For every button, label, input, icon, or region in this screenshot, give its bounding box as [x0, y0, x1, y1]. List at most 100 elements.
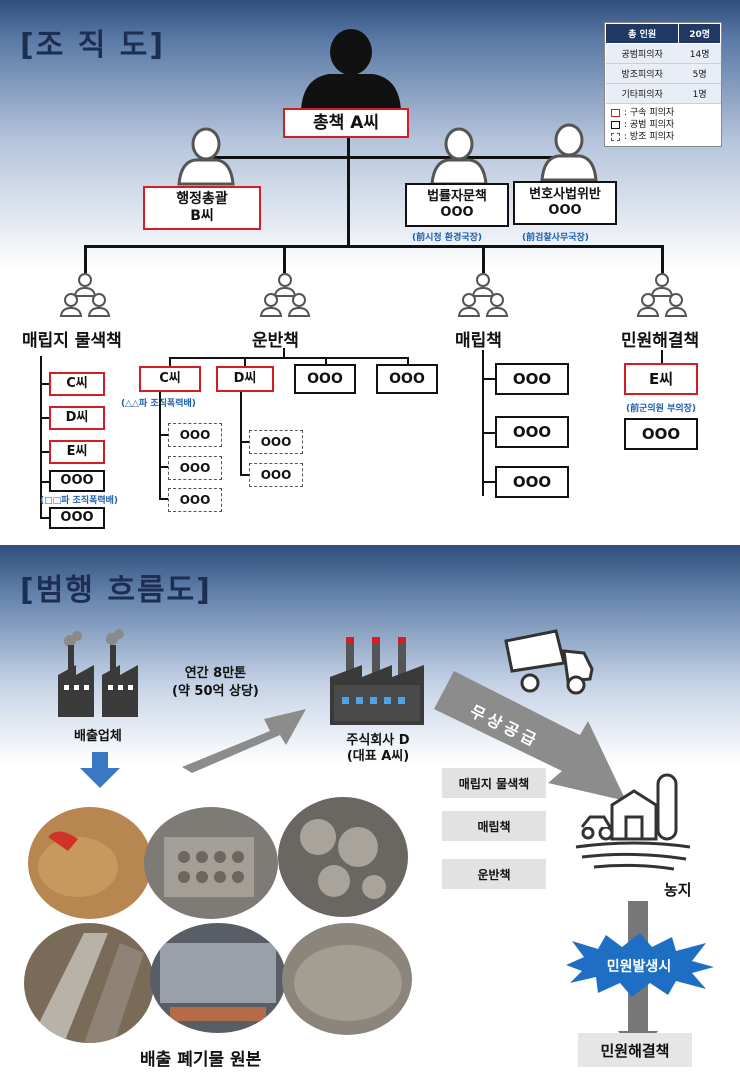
- connector-line: [169, 357, 171, 367]
- company-factory-icon: [330, 637, 424, 725]
- group-icon: [259, 273, 311, 317]
- legal-advisor-name: OOO: [440, 205, 474, 220]
- stats-header-total: 총 인원: [604, 23, 680, 44]
- member-note: (△△파 조직폭력배): [121, 399, 196, 409]
- company-label: 주식회사 D (대표 A씨): [330, 733, 426, 765]
- company-rep: (대표 A씨): [346, 749, 410, 764]
- legal-advisor-role: 법률자문책: [427, 189, 487, 205]
- stats-header-count: 20명: [678, 23, 721, 44]
- stats-row-count: 1명: [678, 83, 721, 104]
- dump-truck-icon: [504, 629, 594, 695]
- waste-caption: 배출 폐기물 원본: [140, 1050, 262, 1070]
- group-label-landfill: 매립책: [455, 331, 502, 351]
- connector-line: [84, 245, 664, 248]
- connector-line: [40, 517, 50, 519]
- connector-line: [240, 474, 250, 476]
- legal-advisor-box: 법률자문책 OOO: [405, 183, 509, 227]
- waste-photo: [24, 923, 154, 1043]
- connector-line: [325, 357, 327, 367]
- connector-line: [40, 481, 50, 483]
- group-label-transport: 운반책: [252, 331, 299, 351]
- legal-advisor-note: (前시청 환경국장): [412, 233, 483, 243]
- group-icon: [457, 273, 509, 317]
- member-box: OOO: [376, 364, 438, 394]
- legend-label: : 공범 피의자: [624, 120, 675, 130]
- connector-line: [40, 451, 50, 453]
- factory-icon: [58, 629, 138, 717]
- free-supply-arrow: [434, 671, 626, 801]
- connector-line: [347, 138, 350, 248]
- role-chip-landfill: 매립책: [442, 811, 546, 841]
- farm-icon: [575, 773, 691, 871]
- member-box-arrested: D씨: [49, 406, 105, 430]
- amount-label: 연간 8만톤 (약 50억 상당): [172, 665, 259, 701]
- group-label-complaint-resolver: 민원해결책: [621, 331, 700, 351]
- amount-volume: 연간 8만톤: [184, 666, 247, 681]
- complaint-burst-icon: [566, 933, 714, 997]
- complaint-label: 민원발생시: [606, 959, 672, 975]
- connector-line: [482, 245, 485, 273]
- legend-swatch-arrested: [611, 109, 620, 117]
- stats-row-label: 공범피의자: [605, 43, 679, 64]
- stats-row-count: 5명: [678, 63, 721, 84]
- member-box-abettor: OOO: [168, 488, 222, 512]
- lawyer-violation-box: 변호사법위반 OOO: [513, 181, 617, 225]
- connector-line: [482, 378, 496, 380]
- waste-photo: [282, 923, 412, 1035]
- waste-photo: [278, 797, 408, 917]
- down-arrow-icon: [80, 752, 120, 788]
- lawyer-violation-note: (前검찰사무국장): [522, 233, 589, 243]
- person-outline-icon: [177, 127, 235, 186]
- connector-line: [661, 245, 664, 273]
- role-chip-transport: 운반책: [442, 859, 546, 889]
- connector-line: [482, 432, 496, 434]
- waste-photo: [150, 923, 286, 1033]
- connector-line: [407, 357, 409, 367]
- group-icon: [59, 273, 111, 317]
- member-box-arrested: D씨: [216, 366, 274, 392]
- connector-line: [40, 383, 50, 385]
- complaint-resolver-chip: 민원해결책: [578, 1033, 692, 1067]
- farmland-label: 농지: [664, 881, 692, 899]
- group-label-site-scout: 매립지 물색책: [22, 331, 122, 351]
- leader-box: 총책 A씨: [283, 108, 409, 138]
- section-divider: [0, 540, 740, 545]
- member-box: OOO: [495, 363, 569, 395]
- member-box: OOO: [294, 364, 356, 394]
- connector-line: [159, 498, 169, 500]
- emitter-label: 배출업체: [74, 729, 122, 744]
- legend-label: : 방조 피의자: [624, 132, 675, 142]
- stats-row-count: 14명: [678, 43, 721, 64]
- member-box-arrested: E씨: [49, 440, 105, 464]
- connector-line: [240, 441, 250, 443]
- connector-line: [482, 350, 484, 496]
- lawyer-violation-role: 변호사법위반: [529, 187, 601, 203]
- waste-photo: [144, 807, 278, 919]
- member-box: OOO: [624, 418, 698, 450]
- amount-value: (약 50억 상당): [172, 684, 259, 699]
- legend-swatch-abettor: [611, 133, 620, 141]
- connector-line: [40, 356, 42, 518]
- connector-line: [661, 350, 663, 364]
- org-chart-title: [조 직 도]: [20, 28, 166, 63]
- member-box: OOO: [495, 466, 569, 498]
- member-note: (□□파 조직폭력배): [40, 496, 119, 506]
- stats-row-label: 기타피의자: [605, 83, 679, 104]
- lawyer-violation-name: OOO: [548, 203, 582, 218]
- waste-photo: [28, 807, 152, 919]
- member-box: OOO: [495, 416, 569, 448]
- company-name: 주식회사 D: [346, 733, 410, 748]
- connector-line: [159, 392, 161, 500]
- crime-flow-title: [범행 흐름도]: [20, 573, 212, 608]
- member-box-abettor: OOO: [168, 423, 222, 447]
- person-outline-icon: [540, 123, 598, 182]
- admin-role: 행정총괄: [176, 191, 228, 208]
- person-outline-icon: [430, 127, 488, 186]
- role-chip-site-scout: 매립지 물색책: [442, 768, 546, 798]
- member-box-abettor: OOO: [168, 456, 222, 480]
- crime-flow-panel: [범행 흐름도] 배출업체 연간 8만톤 (약 50억 상당) 주식회사 D (…: [0, 545, 740, 1076]
- legend-label: : 구속 피의자: [624, 108, 675, 118]
- connector-line: [159, 434, 169, 436]
- member-box-arrested: E씨: [624, 363, 698, 395]
